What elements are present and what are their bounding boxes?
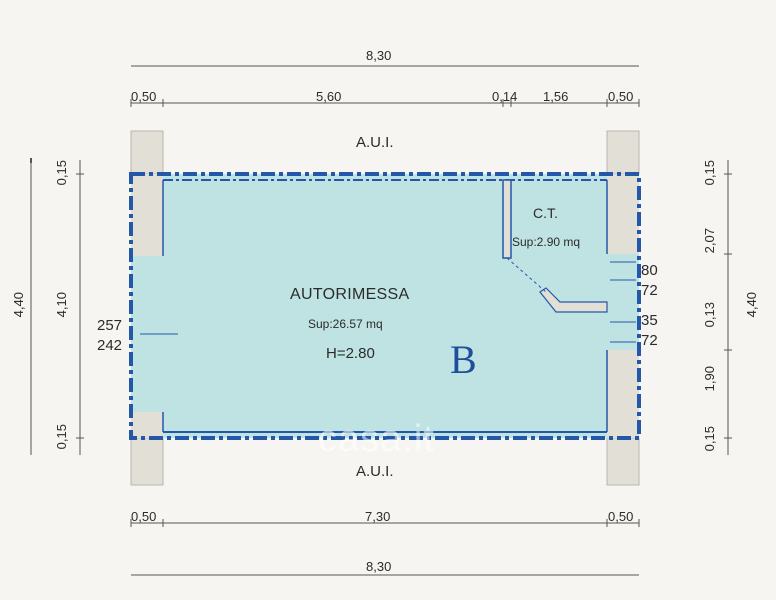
left-opening-width: 257 xyxy=(97,317,123,334)
ct-name: C.T. xyxy=(533,205,558,221)
watermark-logo: casa.it xyxy=(318,418,435,460)
pillar-left-top xyxy=(130,130,164,175)
dim-left-outer: 4,40 xyxy=(11,292,26,318)
dim-top-total: 8,30 xyxy=(366,48,392,63)
right-opening-4: 72 xyxy=(641,332,658,349)
dimension-lines xyxy=(30,65,729,576)
pillar-left-bottom xyxy=(130,437,164,486)
dim-left-seg-2: 4,10 xyxy=(54,292,69,318)
dim-left-seg-3: 0,15 xyxy=(54,424,69,450)
pillar-right-top xyxy=(606,130,640,175)
dim-right-outer: 4,40 xyxy=(744,292,759,318)
pillar-right-bottom xyxy=(606,437,640,486)
wall-left-bottom xyxy=(131,412,163,438)
room-name: AUTORIMESSA xyxy=(290,286,410,303)
aui-label-bottom: A.U.I. xyxy=(356,463,394,480)
dim-top-seg-5: 0,50 xyxy=(608,89,634,104)
dimension-ticks xyxy=(76,99,732,527)
room-area: Sup:26.57 mq xyxy=(308,317,383,331)
right-opening-1: 80 xyxy=(641,262,658,279)
left-opening-height: 242 xyxy=(97,337,123,354)
right-opening-2: 72 xyxy=(641,282,658,299)
dim-left-seg-1: 0,15 xyxy=(54,160,69,186)
dim-bottom-total: 8,30 xyxy=(366,559,392,574)
ct-area: Sup:2.90 mq xyxy=(512,235,581,249)
dim-right-seg-5: 0,15 xyxy=(702,426,717,452)
dim-top-seg-4: 1,56 xyxy=(543,89,569,104)
dim-bottom-seg-1: 0,50 xyxy=(131,509,157,524)
dim-right-seg-3: 0,13 xyxy=(702,302,717,328)
aui-label-top: A.U.I. xyxy=(356,134,394,151)
ct-angled-wall xyxy=(539,287,608,313)
dim-right-seg-4: 1,90 xyxy=(702,366,717,392)
dim-bottom-seg-3: 0,50 xyxy=(608,509,634,524)
ct-door-swing xyxy=(506,257,547,293)
right-opening-3: 35 xyxy=(641,312,658,329)
wall-right-bottom xyxy=(607,350,639,438)
dim-top-seg-1: 0,50 xyxy=(131,89,157,104)
outer-wall-outline xyxy=(129,172,641,440)
dim-right-seg-1: 0,15 xyxy=(702,160,717,186)
dim-top-seg-3: 0,14 xyxy=(492,89,518,104)
wall-left-top xyxy=(131,174,163,256)
wall-right-top xyxy=(607,174,639,254)
room-height: H=2.80 xyxy=(326,345,375,362)
ct-partition-wall xyxy=(502,179,512,259)
dim-right-seg-2: 2,07 xyxy=(702,228,717,254)
dim-top-seg-2: 5,60 xyxy=(316,89,342,104)
dim-bottom-seg-2: 7,30 xyxy=(365,509,391,524)
unit-letter: B xyxy=(450,337,477,382)
